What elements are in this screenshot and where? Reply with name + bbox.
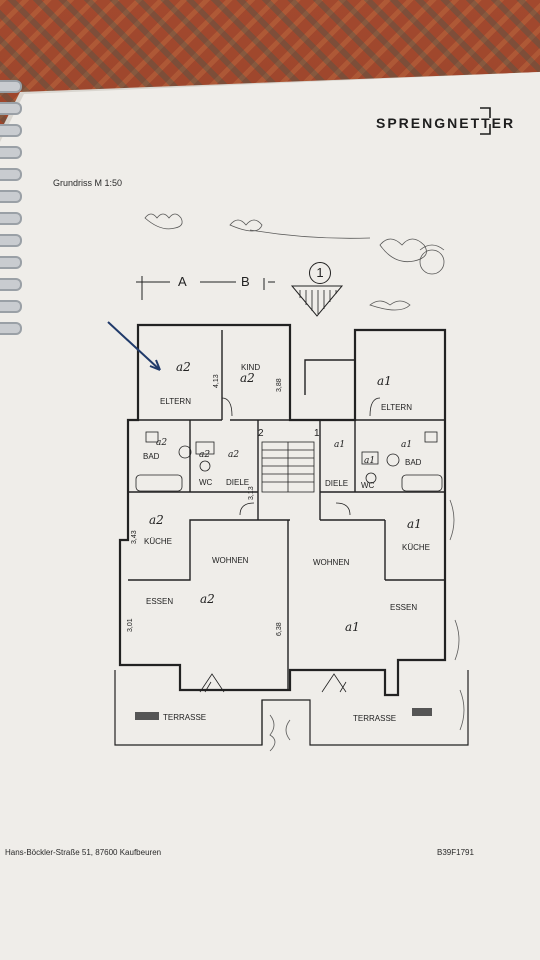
binder-rings: [0, 70, 24, 410]
stair-label-right: 1: [314, 428, 320, 439]
dimension-wohnen-left: 6,38: [276, 622, 283, 636]
unit-label-eltern-right: a1: [377, 374, 392, 388]
room-eltern-right: ELTERN: [381, 403, 412, 412]
binder-ring: [0, 234, 22, 247]
room-essen-left: ESSEN: [146, 597, 174, 606]
axis-lines: [136, 276, 275, 300]
unit-label-essen-left: a2: [200, 592, 215, 606]
unit-label-wohnen-right: a1: [345, 620, 360, 634]
room-wc-left: WC: [199, 478, 213, 487]
company-logo-mark-icon: [480, 107, 491, 135]
footer-address: Hans-Böckler-Straße 51, 87600 Kaufbeuren: [5, 848, 162, 857]
terrace-plaques: [135, 708, 432, 720]
binder-ring: [0, 102, 22, 115]
binder-ring: [0, 190, 22, 203]
dimension-kind: 3,88: [276, 378, 283, 392]
room-wc-right: WC: [361, 481, 375, 490]
footer-document-code: B39F1791: [437, 848, 474, 857]
room-diele-right: DIELE: [325, 479, 349, 488]
unit-label-diele-right: a1: [334, 440, 346, 450]
room-kueche-left: KÜCHE: [144, 537, 173, 546]
unit-label-kind: a2: [240, 371, 255, 385]
company-logo-text: SPRENGNETTER: [376, 115, 516, 131]
dimension-kueche-left: 3,43: [131, 530, 138, 544]
unit-label-bad-right: a1: [401, 440, 413, 450]
room-kueche-right: KÜCHE: [402, 543, 431, 552]
outer-walls: [118, 323, 447, 697]
north-arrow-icon: [290, 285, 344, 317]
room-eltern-left: ELTERN: [160, 397, 191, 406]
room-diele-left: DIELE: [226, 478, 250, 487]
dimension-diele: 3,13: [248, 486, 255, 500]
room-wohnen-right: WOHNEN: [313, 558, 350, 567]
unit-label-diele-left: a2: [228, 450, 240, 460]
axis-label-b: B: [241, 274, 250, 289]
garden-sketch: [144, 213, 465, 752]
room-terrasse-right: TERRASSE: [353, 714, 397, 723]
room-kind: KIND: [241, 363, 261, 372]
unit-label-wc-left: a2: [199, 450, 211, 460]
room-bad-left: BAD: [143, 452, 160, 461]
interior-walls: [128, 330, 445, 690]
stair-label-left: 2: [258, 428, 264, 439]
stair-and-fixtures: [135, 397, 443, 693]
north-marker-number: 1: [309, 262, 331, 284]
plan-caption: Grundriss M 1:50: [53, 178, 123, 188]
terrace-outline: [114, 670, 469, 746]
binder-ring: [0, 256, 22, 269]
unit-label-bad-left: a2: [156, 438, 168, 448]
unit-label-kueche-left: a2: [149, 513, 164, 527]
unit-label-eltern-left: a2: [176, 360, 191, 374]
binder-ring: [0, 168, 22, 181]
dimension-essen-left: 3,01: [127, 618, 134, 632]
binder-ring: [0, 278, 22, 291]
unit-label-wc-right: a1: [364, 456, 376, 466]
dimension-eltern-left: 4,13: [213, 374, 220, 388]
room-essen-right: ESSEN: [390, 603, 418, 612]
binder-ring: [0, 300, 22, 313]
binder-ring: [0, 80, 22, 93]
binder-ring: [0, 212, 22, 225]
room-bad-right: BAD: [405, 458, 422, 467]
binder-ring: [0, 146, 22, 159]
room-terrasse-left: TERRASSE: [163, 713, 207, 722]
binder-ring: [0, 322, 22, 335]
document-page: [0, 72, 540, 960]
axis-label-a: A: [178, 274, 187, 289]
binder-ring: [0, 124, 22, 137]
unit-label-kueche-right: a1: [407, 517, 422, 531]
blue-pointer-arrow-icon: [107, 321, 161, 371]
room-wohnen-left: WOHNEN: [212, 556, 249, 565]
